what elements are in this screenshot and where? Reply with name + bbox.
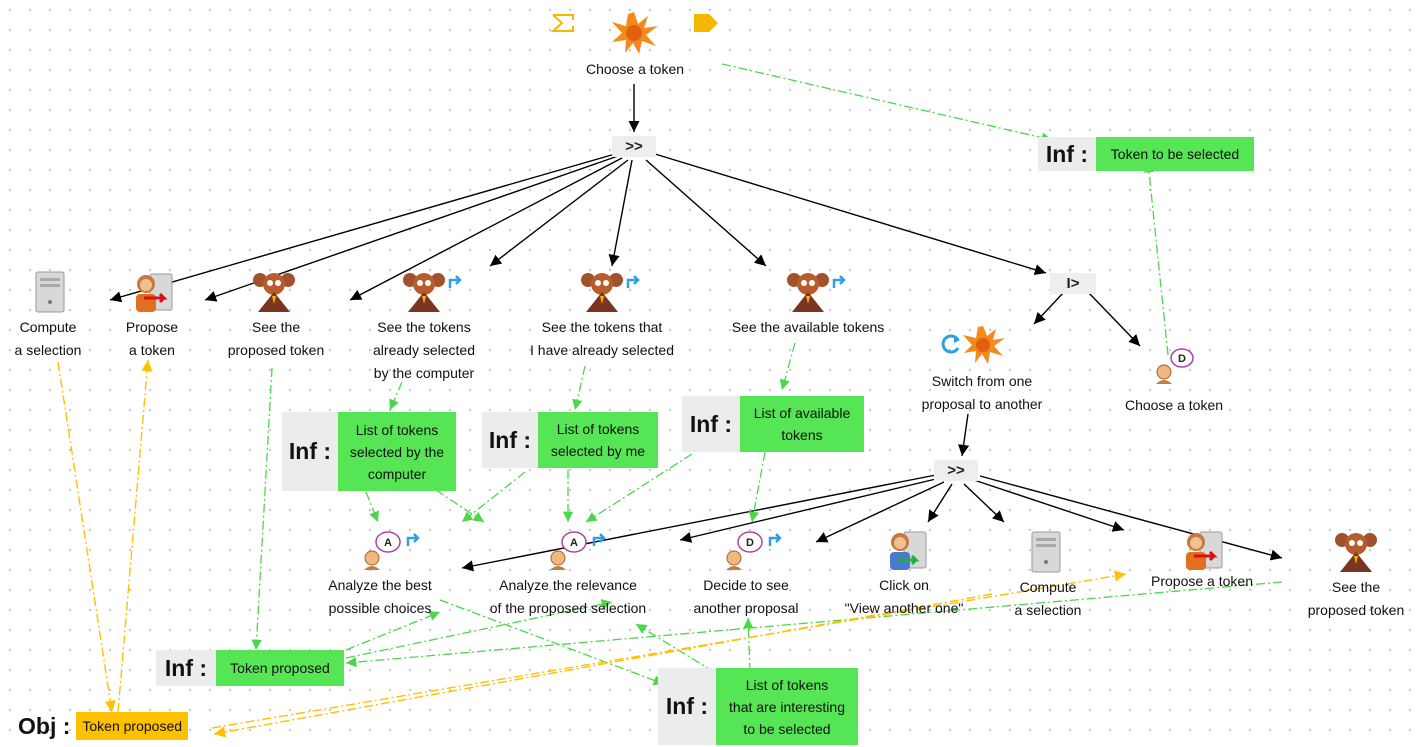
see-proposed-label[interactable]: See the proposed token: [227, 319, 325, 358]
information-flows: [251, 63, 1283, 686]
info-list-available[interactable]: Inf : List of available tokens: [682, 396, 864, 452]
object-tag: Obj :: [18, 712, 71, 739]
object-token-proposed[interactable]: Obj : Token proposed: [18, 712, 189, 740]
object-value: Token proposed: [76, 712, 189, 740]
propose-token-2-label[interactable]: Propose a token: [1151, 573, 1253, 589]
repeat-arrow-icon: [590, 530, 610, 555]
analyze-best-label[interactable]: Analyze the best possible choices: [328, 577, 432, 616]
cognitive-user-icon[interactable]: A: [546, 528, 590, 577]
interaction-task-icon[interactable]: [130, 270, 176, 319]
operator-sequence-1[interactable]: >>: [612, 136, 656, 157]
info-tag: Inf :: [1038, 137, 1096, 171]
info-list-computer[interactable]: Inf : List of tokens selected by the com…: [282, 412, 456, 491]
info-value: Token proposed: [216, 650, 344, 686]
cognitive-user-icon[interactable]: D: [722, 528, 766, 577]
decide-another-label[interactable]: Decide to see another proposal: [693, 577, 799, 616]
root-task-label[interactable]: Choose a token: [585, 61, 685, 77]
info-value: Token to be selected: [1096, 137, 1254, 171]
optional-tag-icon[interactable]: [692, 12, 720, 39]
decomposition-edges: [109, 84, 1283, 572]
cognitive-user-icon[interactable]: A: [360, 528, 404, 577]
interaction-task-icon[interactable]: [1180, 528, 1226, 577]
info-tag: Inf :: [282, 412, 338, 491]
info-value: List of tokens selected by the computer: [338, 412, 456, 491]
system-computer-icon[interactable]: [1026, 530, 1066, 579]
motor-user-icon[interactable]: [884, 528, 930, 577]
loop-arrow-icon: [940, 332, 964, 361]
perceptive-user-icon[interactable]: [402, 270, 446, 319]
repeat-arrow-icon: [446, 272, 466, 297]
compute-selection-label[interactable]: Compute a selection: [14, 319, 82, 358]
info-tag: Inf :: [682, 396, 740, 452]
perceptive-user-icon[interactable]: [252, 270, 296, 319]
info-value: List of available tokens: [740, 396, 864, 452]
see-available-label[interactable]: See the available tokens: [731, 319, 885, 335]
choose-token-label[interactable]: Choose a token: [1124, 397, 1224, 413]
svg-text:A: A: [384, 537, 392, 549]
repeat-arrow-icon: [766, 530, 786, 555]
perceptive-user-icon[interactable]: [1334, 530, 1378, 579]
info-tag: Inf :: [482, 412, 538, 468]
interactive-task-splash-icon[interactable]: [606, 8, 662, 63]
info-value: List of tokens that are interesting to b…: [716, 668, 858, 745]
iterative-sum-icon[interactable]: [550, 12, 576, 39]
svg-text:D: D: [746, 537, 754, 549]
interactive-task-splash-icon[interactable]: [958, 322, 1008, 373]
svg-text:A: A: [570, 537, 578, 549]
operator-sequence-2[interactable]: >>: [934, 460, 978, 481]
perceptive-user-icon[interactable]: [580, 270, 624, 319]
see-proposed-2-label[interactable]: See the proposed token: [1307, 579, 1405, 618]
system-computer-icon[interactable]: [30, 270, 70, 319]
info-list-me[interactable]: Inf : List of tokens selected by me: [482, 412, 658, 468]
repeat-arrow-icon: [624, 272, 644, 297]
see-mine-label[interactable]: See the tokens that I have already selec…: [530, 319, 674, 358]
repeat-arrow-icon: [404, 530, 424, 555]
info-list-interesting[interactable]: Inf : List of tokens that are interestin…: [658, 668, 858, 745]
cognitive-user-icon[interactable]: D: [1152, 346, 1196, 391]
propose-token-label[interactable]: Propose a token: [125, 319, 179, 358]
switch-proposal-label[interactable]: Switch from one proposal to another: [921, 373, 1043, 412]
analyze-relevance-label[interactable]: Analyze the relevance of the proposed se…: [489, 577, 647, 616]
info-token-proposed[interactable]: Inf : Token proposed: [156, 650, 344, 686]
info-tag: Inf :: [658, 668, 716, 745]
badge-decide: D: [1178, 353, 1186, 365]
info-value: List of tokens selected by me: [538, 412, 658, 468]
object-flows: [57, 359, 1127, 738]
compute-selection-2-label[interactable]: Compute a selection: [1014, 579, 1082, 618]
info-token-to-select[interactable]: Inf : Token to be selected: [1038, 137, 1254, 171]
operator-suspend-resume[interactable]: I>: [1050, 273, 1096, 294]
perceptive-user-icon[interactable]: [786, 270, 830, 319]
info-tag: Inf :: [156, 650, 216, 686]
repeat-arrow-icon: [830, 272, 850, 297]
see-computer-label[interactable]: See the tokens already selected by the c…: [373, 319, 475, 381]
click-view-label[interactable]: Click on "View another one": [844, 577, 964, 616]
